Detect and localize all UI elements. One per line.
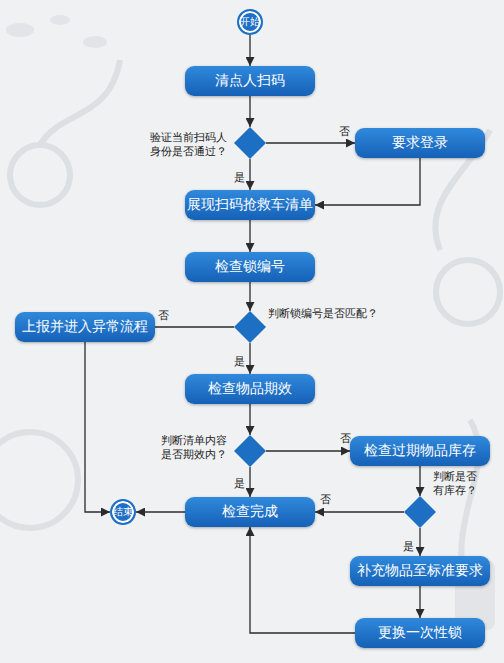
- flow-connector: [250, 527, 355, 633]
- flow-connector: [249, 220, 250, 252]
- flow-connector: [249, 96, 250, 127]
- pill-shape: [6, 23, 34, 37]
- decision-diamond: 判断是否 有库存？: [404, 496, 436, 528]
- start-circle: 开始: [237, 9, 263, 35]
- diamond-outline: [234, 435, 266, 467]
- process-text: 上报并进入异常流程: [22, 318, 148, 336]
- process-text: 补充物品至标准要求: [357, 562, 483, 580]
- flow-connector: [85, 342, 110, 512]
- edge-label: 是: [234, 354, 245, 369]
- flow-connector: [136, 511, 185, 512]
- process-text: 检查物品期效: [208, 380, 292, 398]
- flow-connector: [266, 450, 350, 451]
- edge-label: 是: [234, 476, 245, 491]
- edge-label: 否: [340, 431, 351, 446]
- end-circle: 结束: [110, 499, 136, 525]
- process-box: 上报并进入异常流程: [15, 312, 155, 342]
- process-text: 检查完成: [222, 503, 278, 521]
- diamond-shape: [234, 127, 266, 159]
- process-box: 检查物品期效: [185, 374, 315, 404]
- decision-diamond: 验证当前扫码人 身份是否通过？: [234, 127, 266, 159]
- diamond-shape: [234, 435, 266, 467]
- flow-connector: [419, 528, 420, 556]
- process-text: 检查过期物品库存: [364, 442, 476, 460]
- process-text: 要求登录: [392, 134, 448, 152]
- process-text: 更换一次性锁: [378, 624, 462, 642]
- process-box: 清点人扫码: [185, 66, 315, 96]
- flow-connector: [419, 586, 420, 618]
- process-text: 展现扫码抢救车清单: [187, 196, 313, 214]
- process-box: 检查锁编号: [185, 252, 315, 282]
- flow-connector: [249, 467, 250, 497]
- process-box: 检查完成: [185, 497, 315, 527]
- terminal-text: 开始: [240, 15, 260, 29]
- process-box: 展现扫码抢救车清单: [185, 190, 315, 220]
- decision-diamond: 判断锁编号是否匹配？: [234, 311, 266, 343]
- flow-connector: [315, 158, 420, 205]
- process-text: 检查锁编号: [215, 258, 285, 276]
- diamond-shape: [234, 311, 266, 343]
- decision-text: 判断是否 有库存？: [428, 470, 482, 498]
- stethoscope-chest-piece: [10, 145, 70, 205]
- edge-label: 是: [234, 170, 245, 185]
- flow-connector: [249, 159, 250, 190]
- flow-connector: [249, 404, 250, 435]
- flow-connector: [315, 511, 404, 512]
- diamond-shape: [404, 496, 436, 528]
- pill-shape: [50, 15, 70, 25]
- flow-connector: [249, 35, 250, 66]
- decision-diamond: 判断清单内容 是否期效内？: [234, 435, 266, 467]
- process-box: 更换一次性锁: [355, 618, 485, 648]
- diamond-outline: [234, 311, 266, 343]
- edge-label: 否: [158, 308, 169, 323]
- flow-connector: [249, 343, 250, 374]
- decision-text: 判断锁编号是否匹配？: [268, 307, 378, 321]
- edge-label: 否: [339, 124, 350, 139]
- diamond-outline: [234, 127, 266, 159]
- terminal-text: 结束: [113, 505, 133, 519]
- pill-shape: [83, 36, 107, 48]
- diamond-outline: [404, 496, 436, 528]
- flow-connector: [419, 466, 420, 496]
- gauge-dial: [0, 432, 78, 528]
- process-box: 要求登录: [355, 128, 485, 158]
- flow-connector: [249, 282, 250, 311]
- stethoscope-tube: [40, 60, 120, 145]
- decision-text: 判断清单内容 是否期效内？: [156, 434, 232, 462]
- edge-label: 否: [320, 492, 331, 507]
- decision-text: 验证当前扫码人 身份是否通过？: [145, 131, 231, 159]
- process-box: 检查过期物品库存: [350, 436, 490, 466]
- flow-connector: [266, 142, 355, 143]
- process-box: 补充物品至标准要求: [350, 556, 490, 586]
- process-text: 清点人扫码: [215, 72, 285, 90]
- edge-label: 是: [403, 539, 414, 554]
- gauge-dial: [436, 260, 500, 324]
